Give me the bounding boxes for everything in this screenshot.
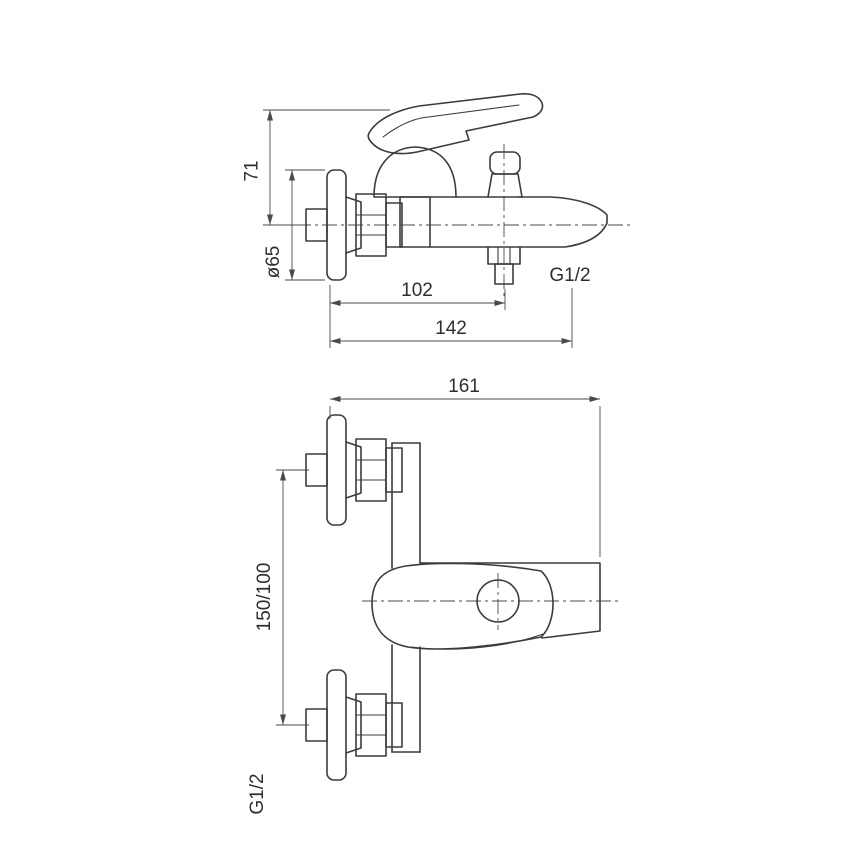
dimension-height-71: 71 xyxy=(242,109,390,226)
dimension-flange-diameter: ø65 xyxy=(263,169,325,281)
dimension-width-161: 161 xyxy=(329,376,601,557)
dimension-label-width: 161 xyxy=(448,376,480,397)
dimension-outlet-offset-102: 102 xyxy=(329,280,506,348)
plan-view: 161 150/100 G1/2 xyxy=(247,376,619,815)
handle-plan-contour xyxy=(411,633,544,650)
diverter-knob-base xyxy=(487,173,523,198)
dimension-mount-spacing: 150/100 xyxy=(254,469,309,726)
dimension-label-flange-diameter: ø65 xyxy=(263,246,284,279)
wall-mount-assembly-bottom xyxy=(305,669,403,781)
shower-outlet-stub xyxy=(494,263,514,285)
spout-plan-outline xyxy=(419,562,601,639)
wall-mount-assembly-top xyxy=(305,414,403,526)
body-connector-block xyxy=(399,196,431,248)
dimension-label-length: 142 xyxy=(435,318,467,339)
lever-handle-outline xyxy=(367,93,544,155)
dimension-label-outlet-offset: 102 xyxy=(401,280,433,301)
side-view: 71 ø65 102 142 G1 xyxy=(242,93,632,348)
diverter-knob-cap xyxy=(489,151,521,175)
handle-plan-outline xyxy=(371,562,554,650)
lever-handle-contour xyxy=(382,104,520,138)
cartridge-dome xyxy=(373,146,457,198)
label-inlet-thread: G1/2 xyxy=(247,773,268,814)
label-outlet-thread: G1/2 xyxy=(549,265,590,286)
dimension-length-142: 142 xyxy=(330,288,573,348)
dimension-label-height: 71 xyxy=(242,160,263,181)
diverter-knob-plan xyxy=(476,579,520,623)
spout-outline xyxy=(518,196,608,248)
dimension-label-mount-spacing: 150/100 xyxy=(254,563,275,632)
